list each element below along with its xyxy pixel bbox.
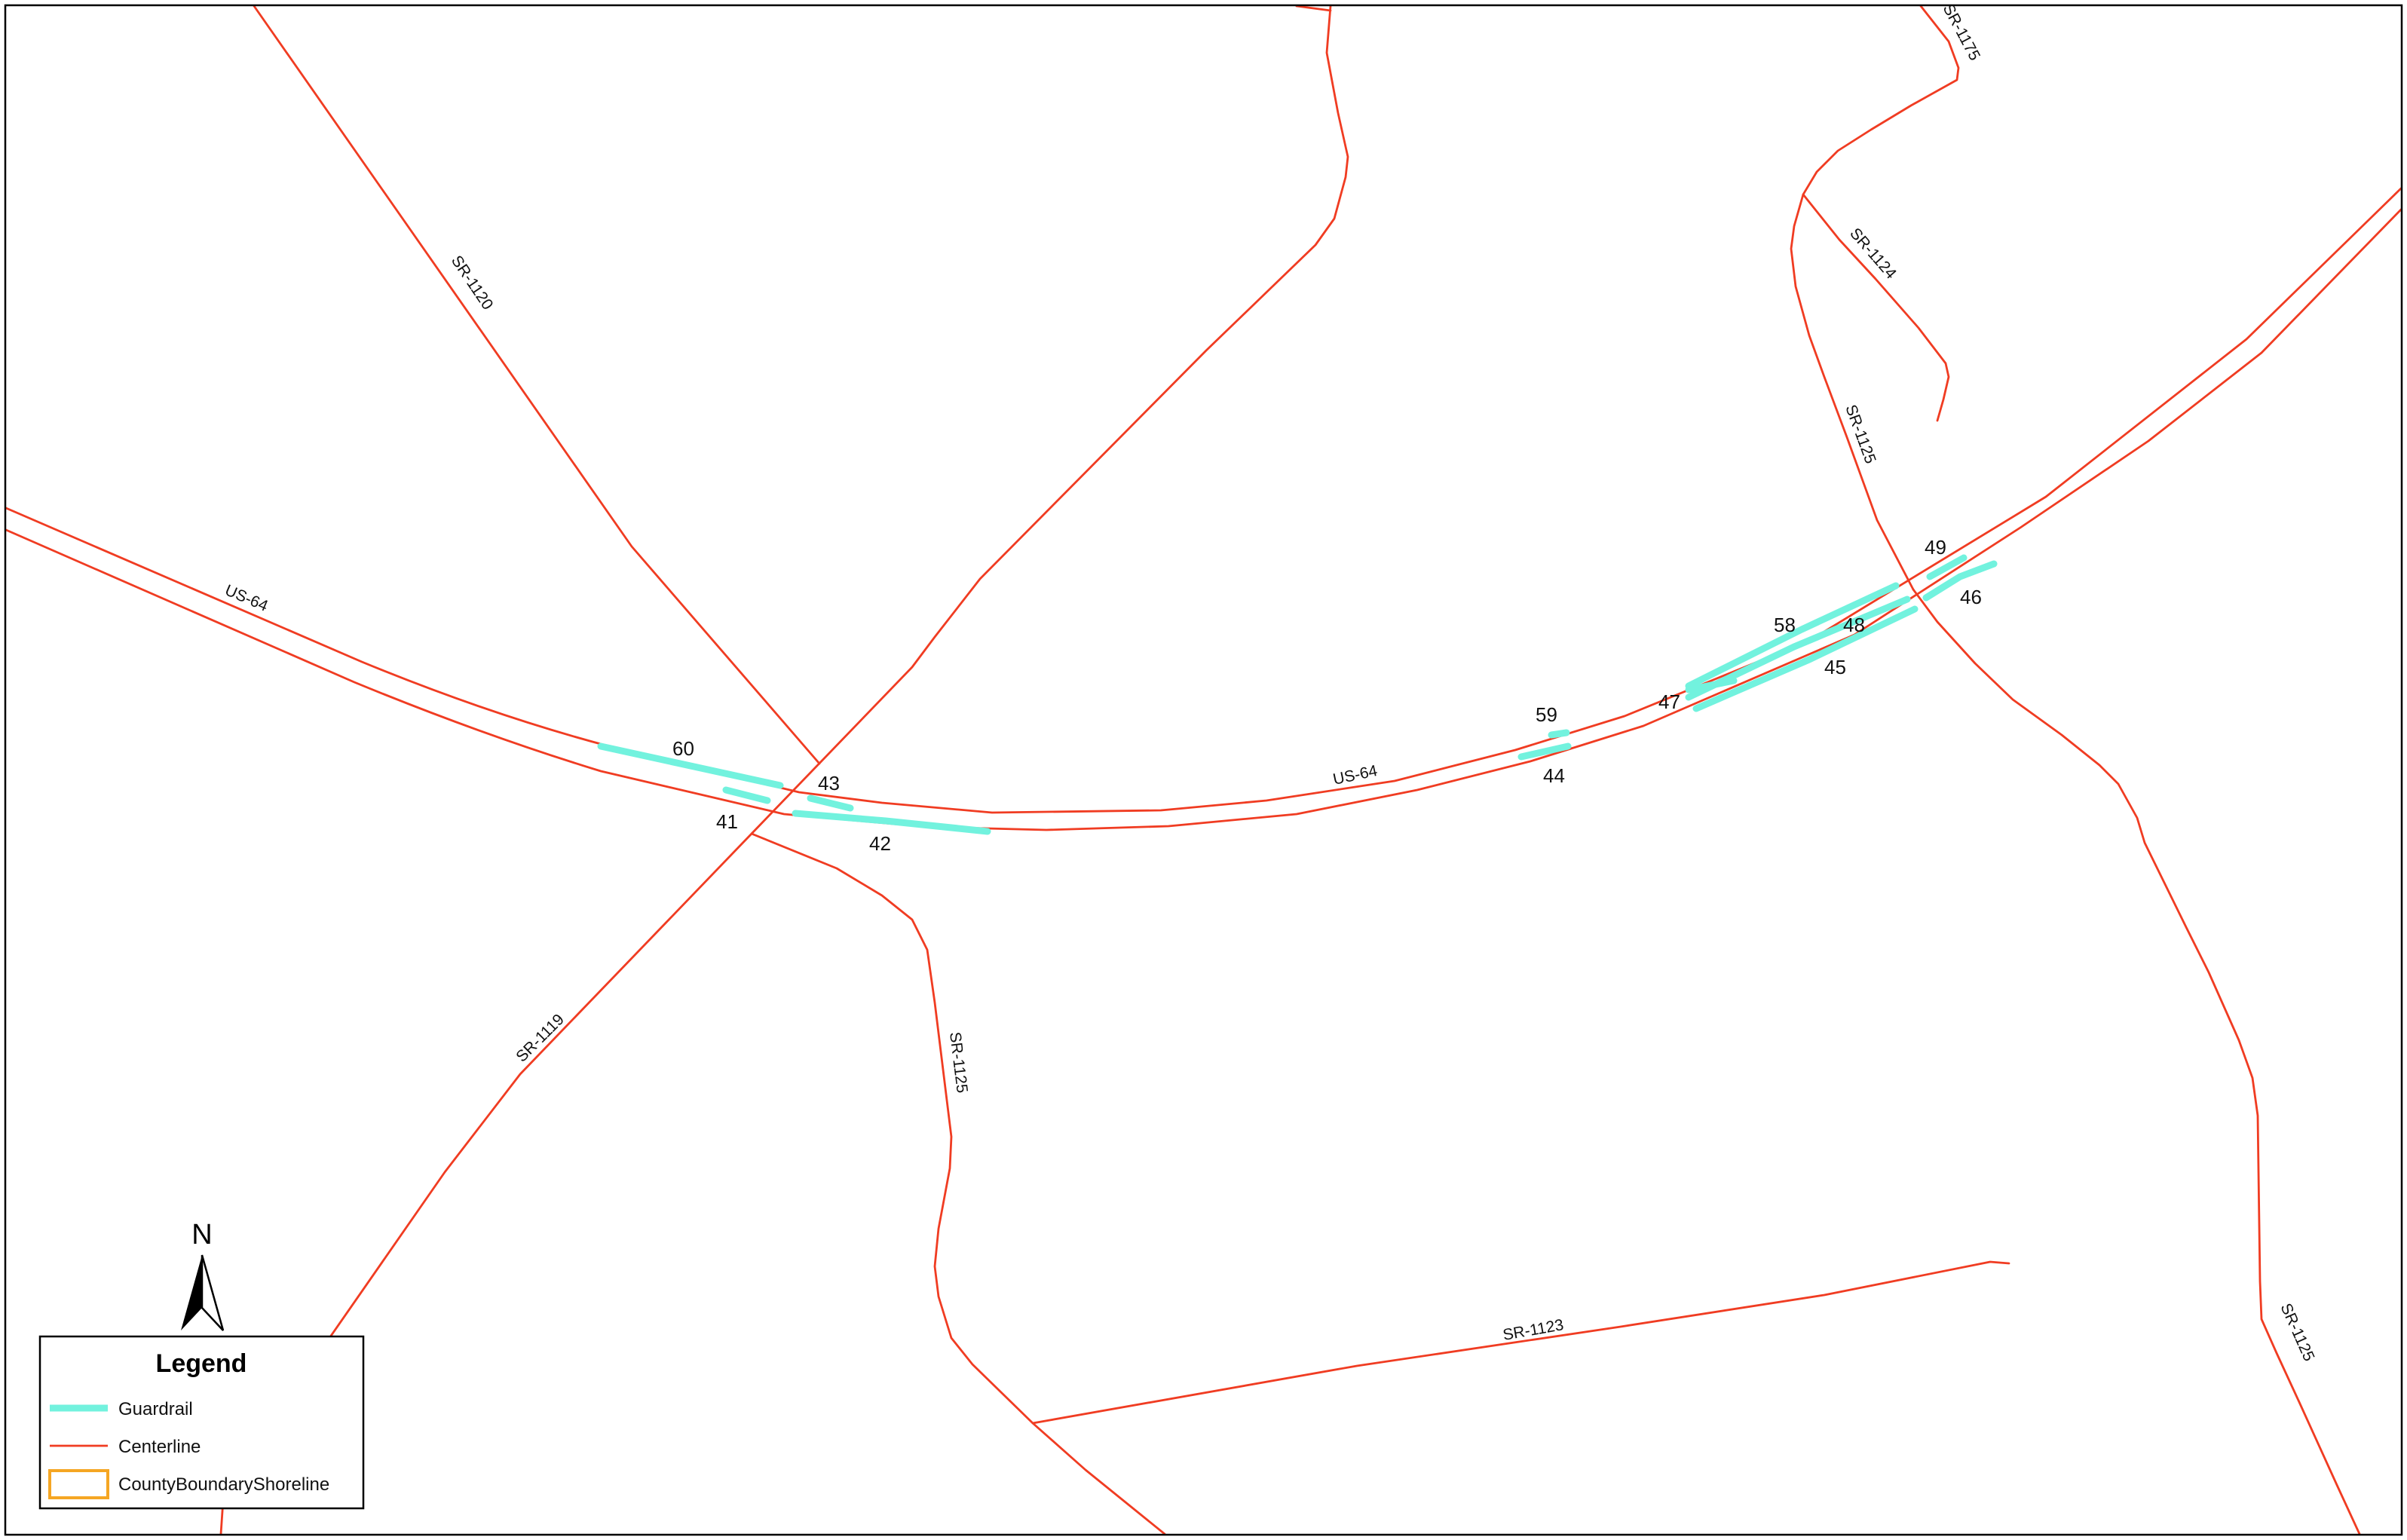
guardrail-48 — [1685, 595, 1911, 701]
guardrail-43 — [807, 794, 854, 812]
road-us64-north-lane — [5, 187, 2402, 814]
guardrail-label-58: 58 — [1774, 614, 1796, 636]
guardrail-labels: 60 43 41 42 59 44 47 58 48 45 49 46 — [672, 536, 1982, 855]
guardrail-45 — [1692, 605, 1919, 712]
guardrail-label-60: 60 — [672, 737, 694, 760]
guardrails — [597, 554, 1998, 835]
guardrail-label-48: 48 — [1843, 614, 1865, 636]
legend-title: Legend — [156, 1349, 247, 1378]
north-label: N — [191, 1219, 212, 1251]
road-sr1123 — [1031, 1260, 2010, 1425]
guardrail-label-45: 45 — [1824, 656, 1846, 678]
guardrail-49 — [1926, 554, 1968, 580]
road-sr1120 — [253, 5, 821, 765]
north-arrow: N — [181, 1219, 225, 1331]
legend-box — [38, 1335, 365, 1510]
guardrail-label-41: 41 — [716, 810, 738, 833]
guardrail-label-46: 46 — [1960, 586, 1982, 608]
guardrail-label-59: 59 — [1536, 703, 1557, 726]
legend: Legend Guardrail Centerline CountyBounda… — [38, 1335, 365, 1510]
guardrail-label-44: 44 — [1543, 764, 1565, 787]
guardrail-label-47: 47 — [1658, 690, 1680, 713]
guardrail-59 — [1548, 729, 1570, 739]
north-arrow-icon — [181, 1254, 225, 1331]
guardrail-label-49: 49 — [1925, 536, 1946, 559]
legend-county-boundary-swatch — [48, 1469, 109, 1499]
centerlines — [5, 5, 2402, 1535]
guardrail-46 — [1922, 560, 1998, 602]
guardrail-label-43: 43 — [818, 772, 840, 794]
guardrail-label-42: 42 — [869, 832, 891, 855]
guardrail-42 — [792, 810, 991, 835]
guardrail-41 — [722, 786, 771, 804]
guardrail-60 — [597, 742, 784, 789]
legend-county-boundary-label: CountyBoundaryShoreline — [118, 1474, 329, 1495]
road-sr1124 — [1802, 193, 1950, 422]
road-sr1125-south — [750, 832, 1166, 1535]
road-sr1125-east — [1912, 588, 2361, 1535]
legend-centerline-label: Centerline — [118, 1437, 201, 1457]
road-sr1119 — [321, 5, 1349, 1349]
guardrail-58 — [1685, 582, 1900, 690]
guardrail-44 — [1517, 742, 1572, 761]
map-frame-border — [4, 4, 2403, 1536]
road-sr1119-top-spur — [1295, 5, 1332, 12]
road-us64-south-lane — [5, 208, 2402, 831]
legend-guardrail-label: Guardrail — [118, 1399, 193, 1419]
